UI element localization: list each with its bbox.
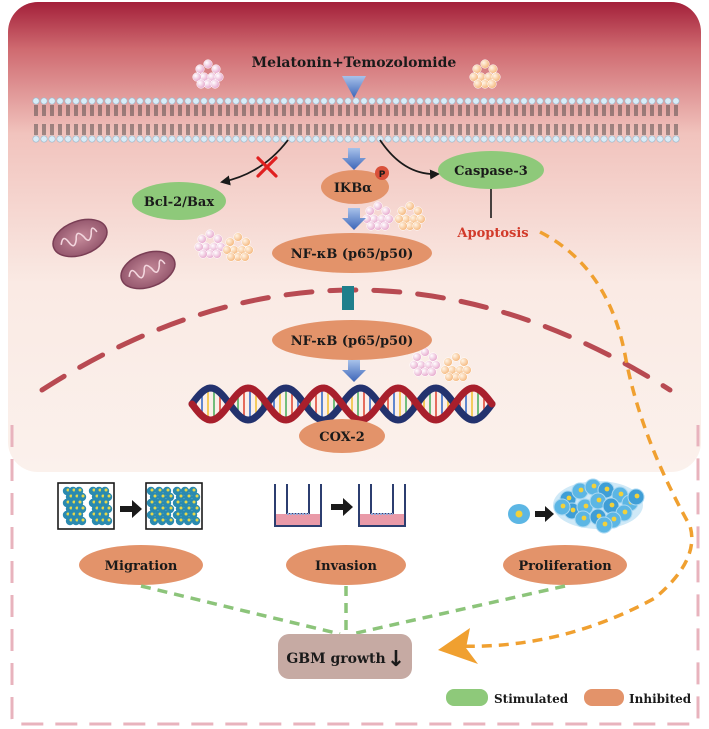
caspase3-node <box>438 151 544 189</box>
drug-particles-orange-nuc <box>440 352 472 382</box>
apoptosis-label: Apoptosis <box>456 226 528 241</box>
mitochondrion-upper <box>52 218 108 258</box>
convergence-lines <box>140 584 566 636</box>
drug-particles-orange-left <box>222 232 254 262</box>
drug-label: Melatonin+Temozolomide <box>252 55 457 71</box>
legend: Stimulated Inhibited <box>446 689 692 706</box>
cox2-label: COX-2 <box>319 430 365 445</box>
arrow-to-bcl2bax <box>220 139 289 186</box>
invasion-icon <box>274 484 406 527</box>
proliferation-node <box>503 545 627 585</box>
gbm-growth-label: GBM growth <box>286 651 385 667</box>
apoptosis-route-head <box>438 628 478 664</box>
invasion-node <box>286 545 406 585</box>
bcl2bax-node <box>132 182 226 220</box>
legend-swatch-inhibited <box>584 689 624 706</box>
cox2-node <box>299 419 385 453</box>
caspase3-label: Caspase-3 <box>454 164 528 179</box>
nfkb-nucleus-label: NF-κB (p65/p50) <box>291 334 414 349</box>
drug-particles-pink-top <box>192 59 224 89</box>
proliferation-label: Proliferation <box>518 559 612 574</box>
bcl2bax-label: Bcl-2/Bax <box>144 195 214 210</box>
drug-particles-pink-nuc <box>409 347 441 377</box>
arrow-to-caspase3 <box>379 139 440 180</box>
nfkb-cytoplasm-label: NF-κB (p65/p50) <box>291 247 414 262</box>
migration-label: Migration <box>105 559 178 574</box>
blue-arrow-membrane <box>342 76 366 98</box>
inhibit-cross <box>256 156 278 178</box>
phospho-badge <box>375 166 389 180</box>
legend-label-inhibited: Inhibited <box>629 692 692 706</box>
cell-membrane <box>32 97 680 143</box>
legend-swatch-stimulated <box>446 689 488 706</box>
blue-arrow-to-dna <box>342 360 366 382</box>
phospho-label: P <box>379 170 386 180</box>
blue-arrow-to-nfkb <box>342 208 366 230</box>
dna-helix <box>188 384 496 424</box>
migration-icon <box>57 482 203 530</box>
ikba-node <box>321 170 389 204</box>
migration-node <box>79 545 203 585</box>
invasion-label: Invasion <box>315 559 377 574</box>
gbm-growth-box <box>278 634 412 679</box>
blue-arrow-to-ikba <box>342 148 366 170</box>
mitochondrion-lower <box>120 250 176 290</box>
nfkb-cytoplasm-node <box>272 233 432 273</box>
translocation-block <box>342 286 354 310</box>
legend-label-stimulated: Stimulated <box>494 692 569 706</box>
proliferation-icon <box>508 478 645 534</box>
nfkb-nucleus-node <box>272 320 432 360</box>
apoptosis-route <box>454 230 694 649</box>
drug-particles-orange-top <box>469 59 501 89</box>
ikba-label: IKBα <box>334 181 372 196</box>
down-arrow-icon: ↓ <box>387 647 405 672</box>
nucleus-envelope <box>39 287 673 393</box>
drug-particles-pink-mid <box>362 201 394 231</box>
drug-particles-orange-mid <box>394 201 426 231</box>
